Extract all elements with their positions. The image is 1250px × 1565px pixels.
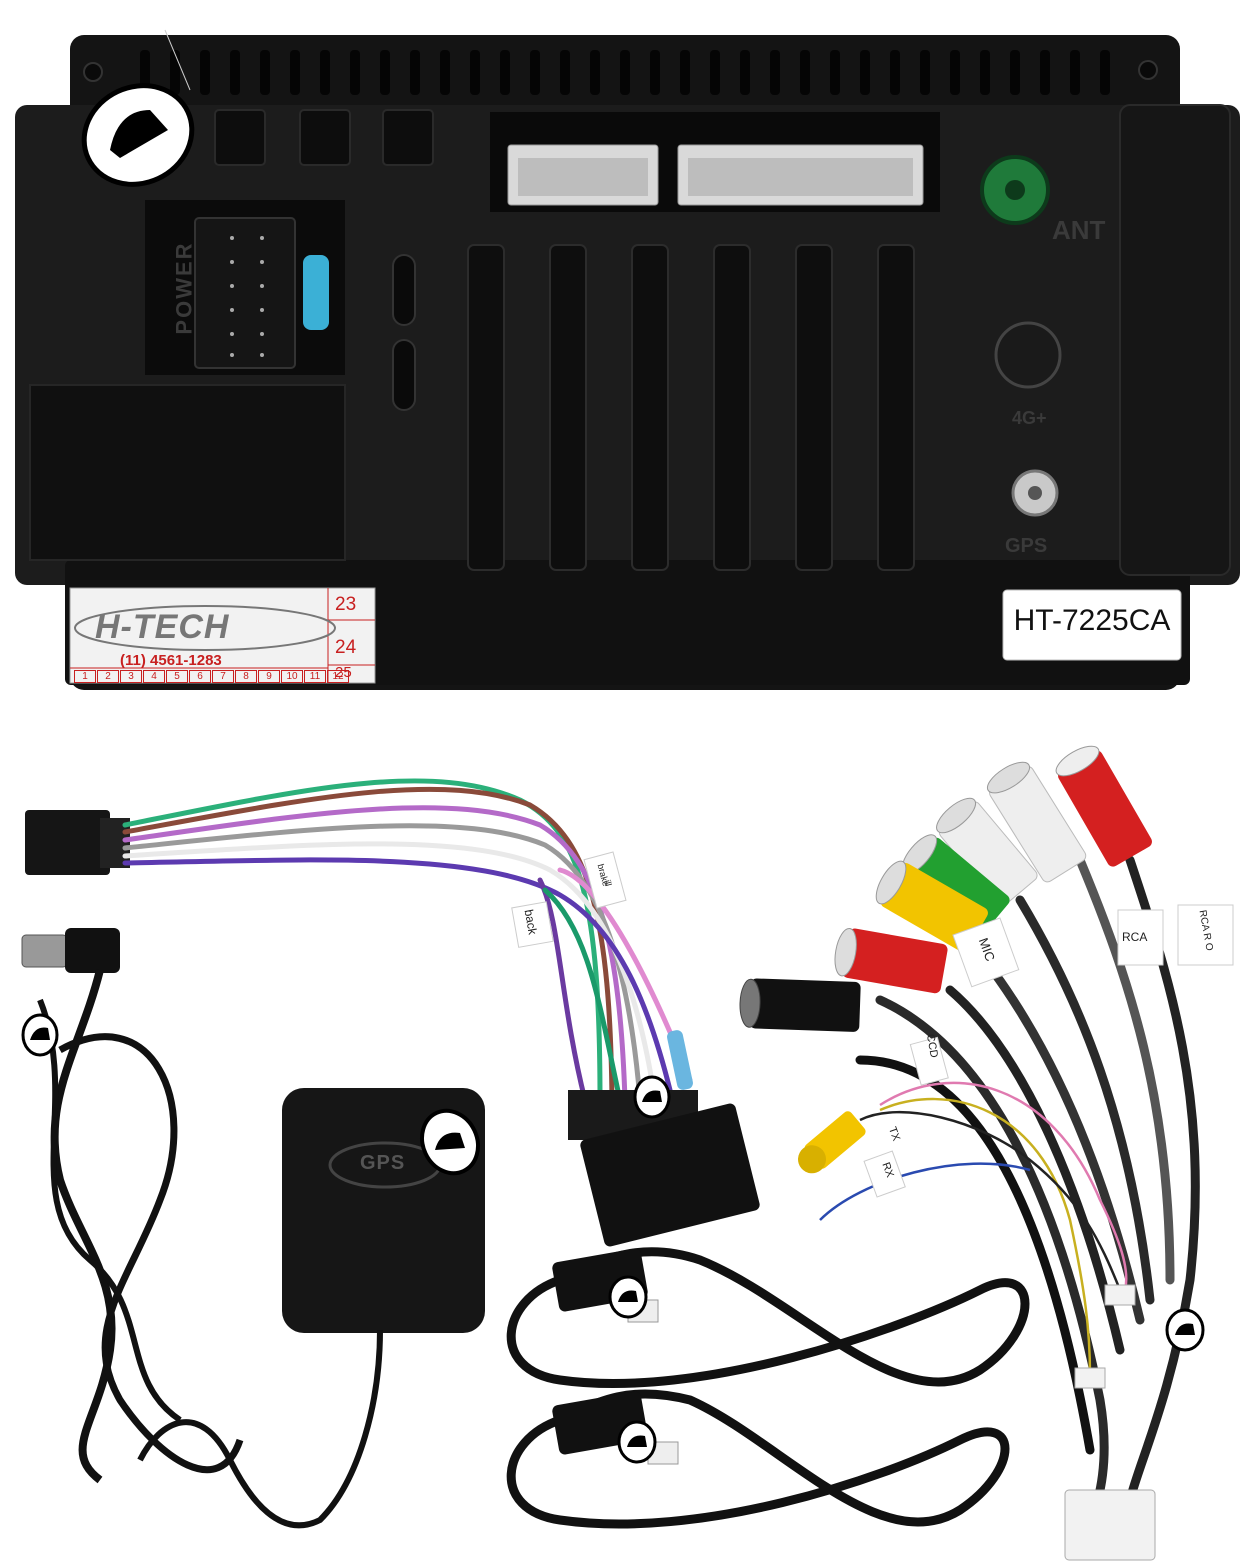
sticker-num-25: 25 <box>335 664 352 681</box>
white-harness-connector-right <box>677 144 924 206</box>
pin-number: 10 <box>281 670 303 683</box>
brand-tag-icon <box>1165 1308 1205 1352</box>
sticker-num-24: 24 <box>335 637 357 658</box>
screw-top-left <box>83 62 103 82</box>
brand-tag-icon <box>617 1420 657 1464</box>
antenna-adapter-cable <box>21 928 244 1484</box>
brand-tag-icon <box>633 1075 671 1119</box>
pin-number: 9 <box>258 670 280 683</box>
gps-label: GPS <box>1005 535 1048 557</box>
pin-number: 11 <box>304 670 326 683</box>
pin-number: 8 <box>235 670 257 683</box>
brand-tag-icon <box>21 1013 59 1057</box>
usb-cable-bottom <box>506 1389 1010 1529</box>
model-label: HT-7225CA <box>1013 604 1171 637</box>
top-vent-slots <box>140 50 1110 95</box>
lte-antenna-socket <box>994 321 1062 389</box>
pin-number: 7 <box>212 670 234 683</box>
pin-number: 5 <box>166 670 188 683</box>
pin-number: 4 <box>143 670 165 683</box>
lte-label: 4G+ <box>1012 408 1047 428</box>
brand-tag-icon <box>420 1108 480 1176</box>
usb-cable-top <box>506 1247 1030 1388</box>
pin-number: 3 <box>120 670 142 683</box>
sticker-phone: (11) 4561-1283 <box>120 652 222 669</box>
gps-module-label: GPS <box>360 1152 406 1174</box>
sticker-num-23: 23 <box>335 594 357 615</box>
pin-number: 6 <box>189 670 211 683</box>
sticker-brand: H-TECH <box>95 608 230 646</box>
ant-label: ANT <box>1052 215 1106 245</box>
pin-number: 2 <box>97 670 119 683</box>
brand-tag-icon <box>81 29 195 187</box>
wire-tag-rca: RCA <box>1122 930 1148 944</box>
pin-number: 1 <box>74 670 96 683</box>
accessories-area <box>21 745 1234 1561</box>
pin-number: 12 <box>327 670 349 683</box>
sticker-pin-row: 1 2 3 4 5 6 7 8 9 10 11 12 <box>74 670 349 683</box>
power-connector <box>194 217 296 369</box>
head-unit-rear-panel <box>15 29 1240 690</box>
blue-fuse <box>303 255 329 330</box>
power-label: POWER <box>171 241 197 335</box>
heatsink-fins <box>467 244 915 571</box>
power-harness <box>25 778 760 1247</box>
screw-top-right <box>1138 60 1158 80</box>
warranty-sticker <box>69 587 376 684</box>
rca-harness <box>739 745 1234 1561</box>
brand-tag-icon <box>608 1275 648 1319</box>
white-harness-connector-left <box>507 144 659 206</box>
